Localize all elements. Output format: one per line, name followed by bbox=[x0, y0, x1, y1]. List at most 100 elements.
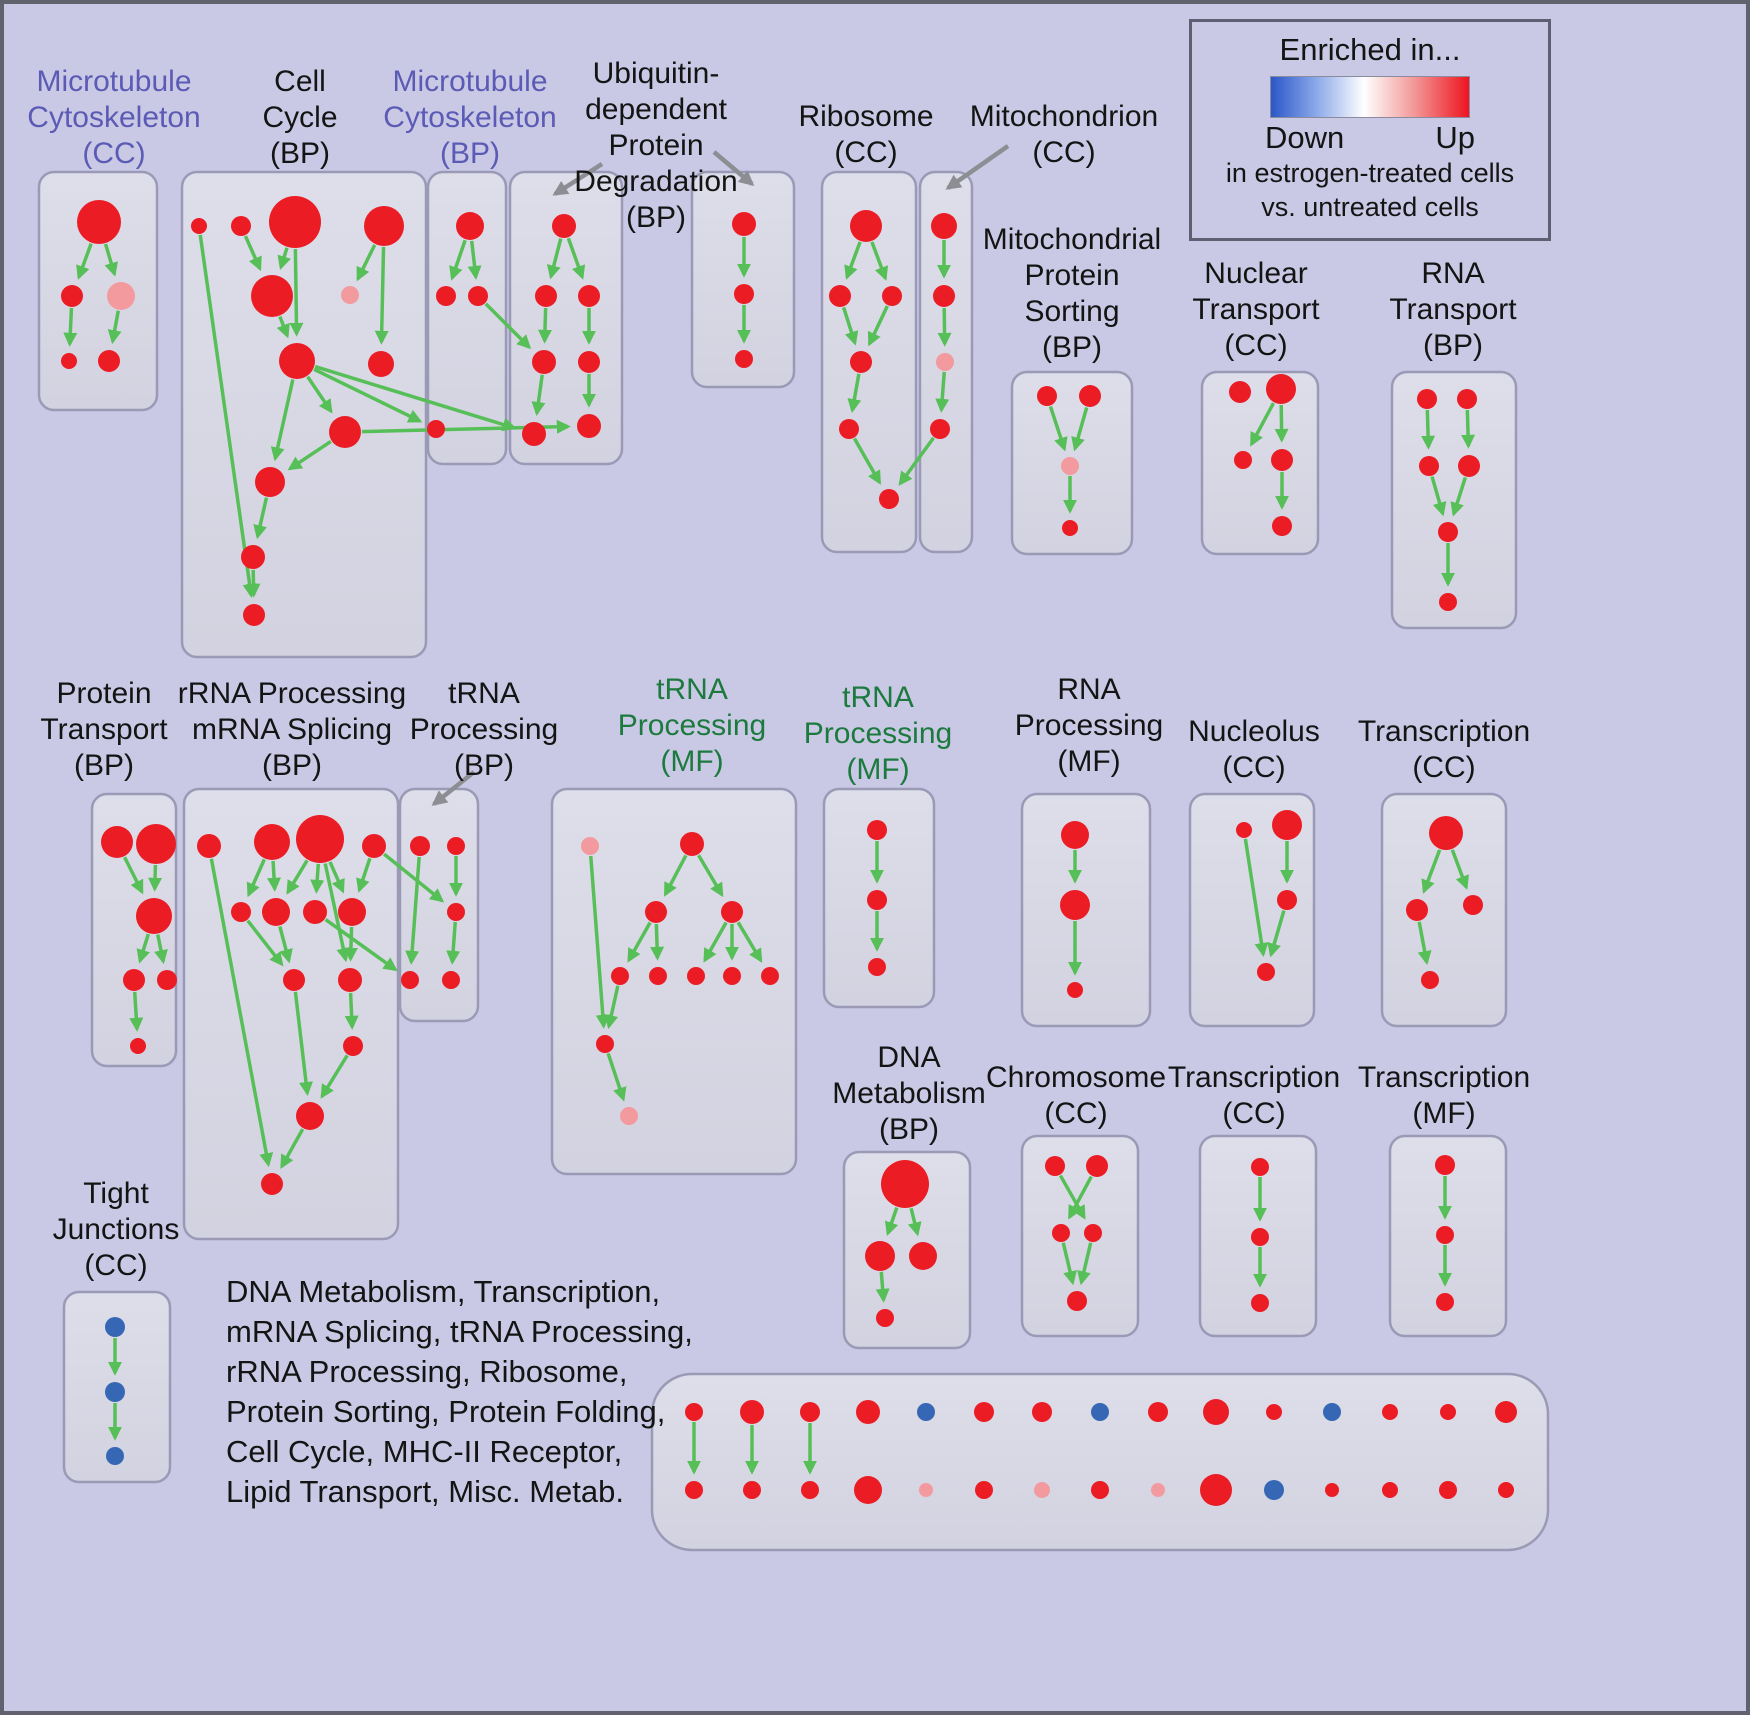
edge-arrow bbox=[935, 371, 950, 413]
go-term-node bbox=[581, 837, 599, 855]
go-term-node bbox=[1091, 1481, 1109, 1499]
edge-arrow bbox=[703, 921, 728, 963]
edge-arrow bbox=[328, 861, 345, 894]
go-term-node bbox=[136, 898, 172, 934]
edge-arrow bbox=[323, 863, 351, 963]
callout-arrows-layer bbox=[431, 144, 1010, 806]
go-term-node bbox=[645, 901, 667, 923]
go-term-node bbox=[867, 820, 887, 840]
edges-layer bbox=[63, 234, 1476, 1475]
go-term-node bbox=[1323, 1403, 1341, 1421]
edge-arrow bbox=[546, 238, 563, 280]
go-term-node bbox=[107, 282, 135, 310]
group-box-chromosome-cc bbox=[1020, 1134, 1140, 1338]
edge-arrow bbox=[243, 235, 262, 272]
edge-arrow bbox=[314, 364, 517, 432]
nodes-layer bbox=[61, 196, 1517, 1506]
go-term-node bbox=[197, 834, 221, 858]
go-term-node bbox=[61, 353, 77, 369]
edge-arrow bbox=[107, 310, 122, 345]
go-term-node bbox=[735, 350, 753, 368]
go-term-node bbox=[241, 545, 265, 569]
go-term-node bbox=[341, 286, 359, 304]
go-term-node bbox=[1251, 1294, 1269, 1312]
go-term-node bbox=[364, 206, 404, 246]
legend-subtitle-1: in estrogen-treated cells bbox=[1225, 158, 1515, 188]
edge-arrow bbox=[884, 1207, 899, 1236]
go-term-node bbox=[1266, 374, 1296, 404]
go-term-node bbox=[850, 210, 882, 242]
go-term-node bbox=[879, 489, 899, 509]
go-term-node bbox=[931, 213, 957, 239]
group-box-nucleolus-cc bbox=[1188, 792, 1316, 1028]
go-term-node bbox=[1060, 890, 1090, 920]
go-term-node bbox=[105, 1317, 125, 1337]
go-term-node bbox=[98, 350, 120, 372]
go-term-node bbox=[687, 967, 705, 985]
go-term-node bbox=[1272, 810, 1302, 840]
go-term-node bbox=[596, 1035, 614, 1053]
group-box-transcription-cc bbox=[1380, 792, 1508, 1028]
edge-arrow bbox=[293, 991, 313, 1096]
go-term-node bbox=[800, 1402, 820, 1422]
edge-arrow bbox=[697, 854, 724, 898]
go-term-node bbox=[338, 968, 362, 992]
go-term-node bbox=[329, 416, 361, 448]
edge-arrow bbox=[589, 855, 610, 1029]
go-term-node bbox=[829, 285, 851, 307]
go-term-node bbox=[279, 343, 315, 379]
group-box-rrna-mrna bbox=[182, 787, 400, 1241]
go-term-node bbox=[243, 604, 265, 626]
go-term-node bbox=[1277, 890, 1297, 910]
go-term-node bbox=[620, 1107, 638, 1125]
edge-arrow bbox=[310, 863, 325, 894]
edge-arrow bbox=[650, 923, 665, 961]
edge-arrow bbox=[356, 244, 377, 282]
edge-arrow bbox=[907, 1207, 922, 1237]
go-term-node bbox=[1052, 1224, 1070, 1242]
go-term-node bbox=[1439, 1481, 1457, 1499]
edge-arrow bbox=[76, 243, 93, 280]
go-term-node bbox=[283, 969, 305, 991]
edge-arrow bbox=[63, 307, 78, 347]
go-term-node bbox=[1463, 895, 1483, 915]
edge-arrow bbox=[870, 241, 889, 281]
go-term-node bbox=[1045, 1156, 1065, 1176]
group-box-nuclear-transport bbox=[1200, 370, 1320, 556]
go-term-node bbox=[468, 286, 488, 306]
legend-gradient-bar bbox=[1270, 76, 1470, 118]
go-term-node bbox=[1067, 982, 1083, 998]
go-term-node bbox=[101, 826, 133, 858]
callout-arrow bbox=[712, 150, 755, 186]
go-term-node bbox=[917, 1403, 935, 1421]
go-term-node bbox=[685, 1403, 703, 1421]
go-term-node bbox=[410, 836, 430, 856]
go-term-node bbox=[1495, 1401, 1517, 1423]
edge-arrow bbox=[1048, 405, 1068, 452]
go-term-node bbox=[343, 1036, 363, 1056]
edge-arrow bbox=[937, 307, 952, 347]
edge-arrow bbox=[484, 302, 532, 350]
go-term-node bbox=[231, 216, 251, 236]
group-box-dna-metabolism bbox=[842, 1150, 972, 1350]
go-term-node bbox=[1264, 1480, 1284, 1500]
go-term-node bbox=[578, 285, 600, 307]
edge-arrow bbox=[1450, 476, 1468, 517]
edge-arrow bbox=[276, 315, 290, 339]
go-term-node bbox=[839, 419, 859, 439]
go-term-node bbox=[447, 903, 465, 921]
go-term-node bbox=[436, 286, 456, 306]
edge-arrow bbox=[844, 241, 862, 280]
go-term-node bbox=[296, 815, 344, 863]
edge-arrow bbox=[267, 860, 282, 892]
edge-arrow bbox=[852, 437, 882, 485]
go-term-node bbox=[532, 350, 556, 374]
go-term-node bbox=[1229, 381, 1251, 403]
go-term-node bbox=[296, 1102, 324, 1130]
go-term-node bbox=[936, 353, 954, 371]
edge-arrow bbox=[246, 858, 266, 898]
edge-arrow bbox=[1450, 849, 1469, 890]
go-term-node bbox=[801, 1481, 819, 1499]
go-term-node bbox=[106, 1447, 124, 1465]
go-term-node bbox=[1435, 1155, 1455, 1175]
